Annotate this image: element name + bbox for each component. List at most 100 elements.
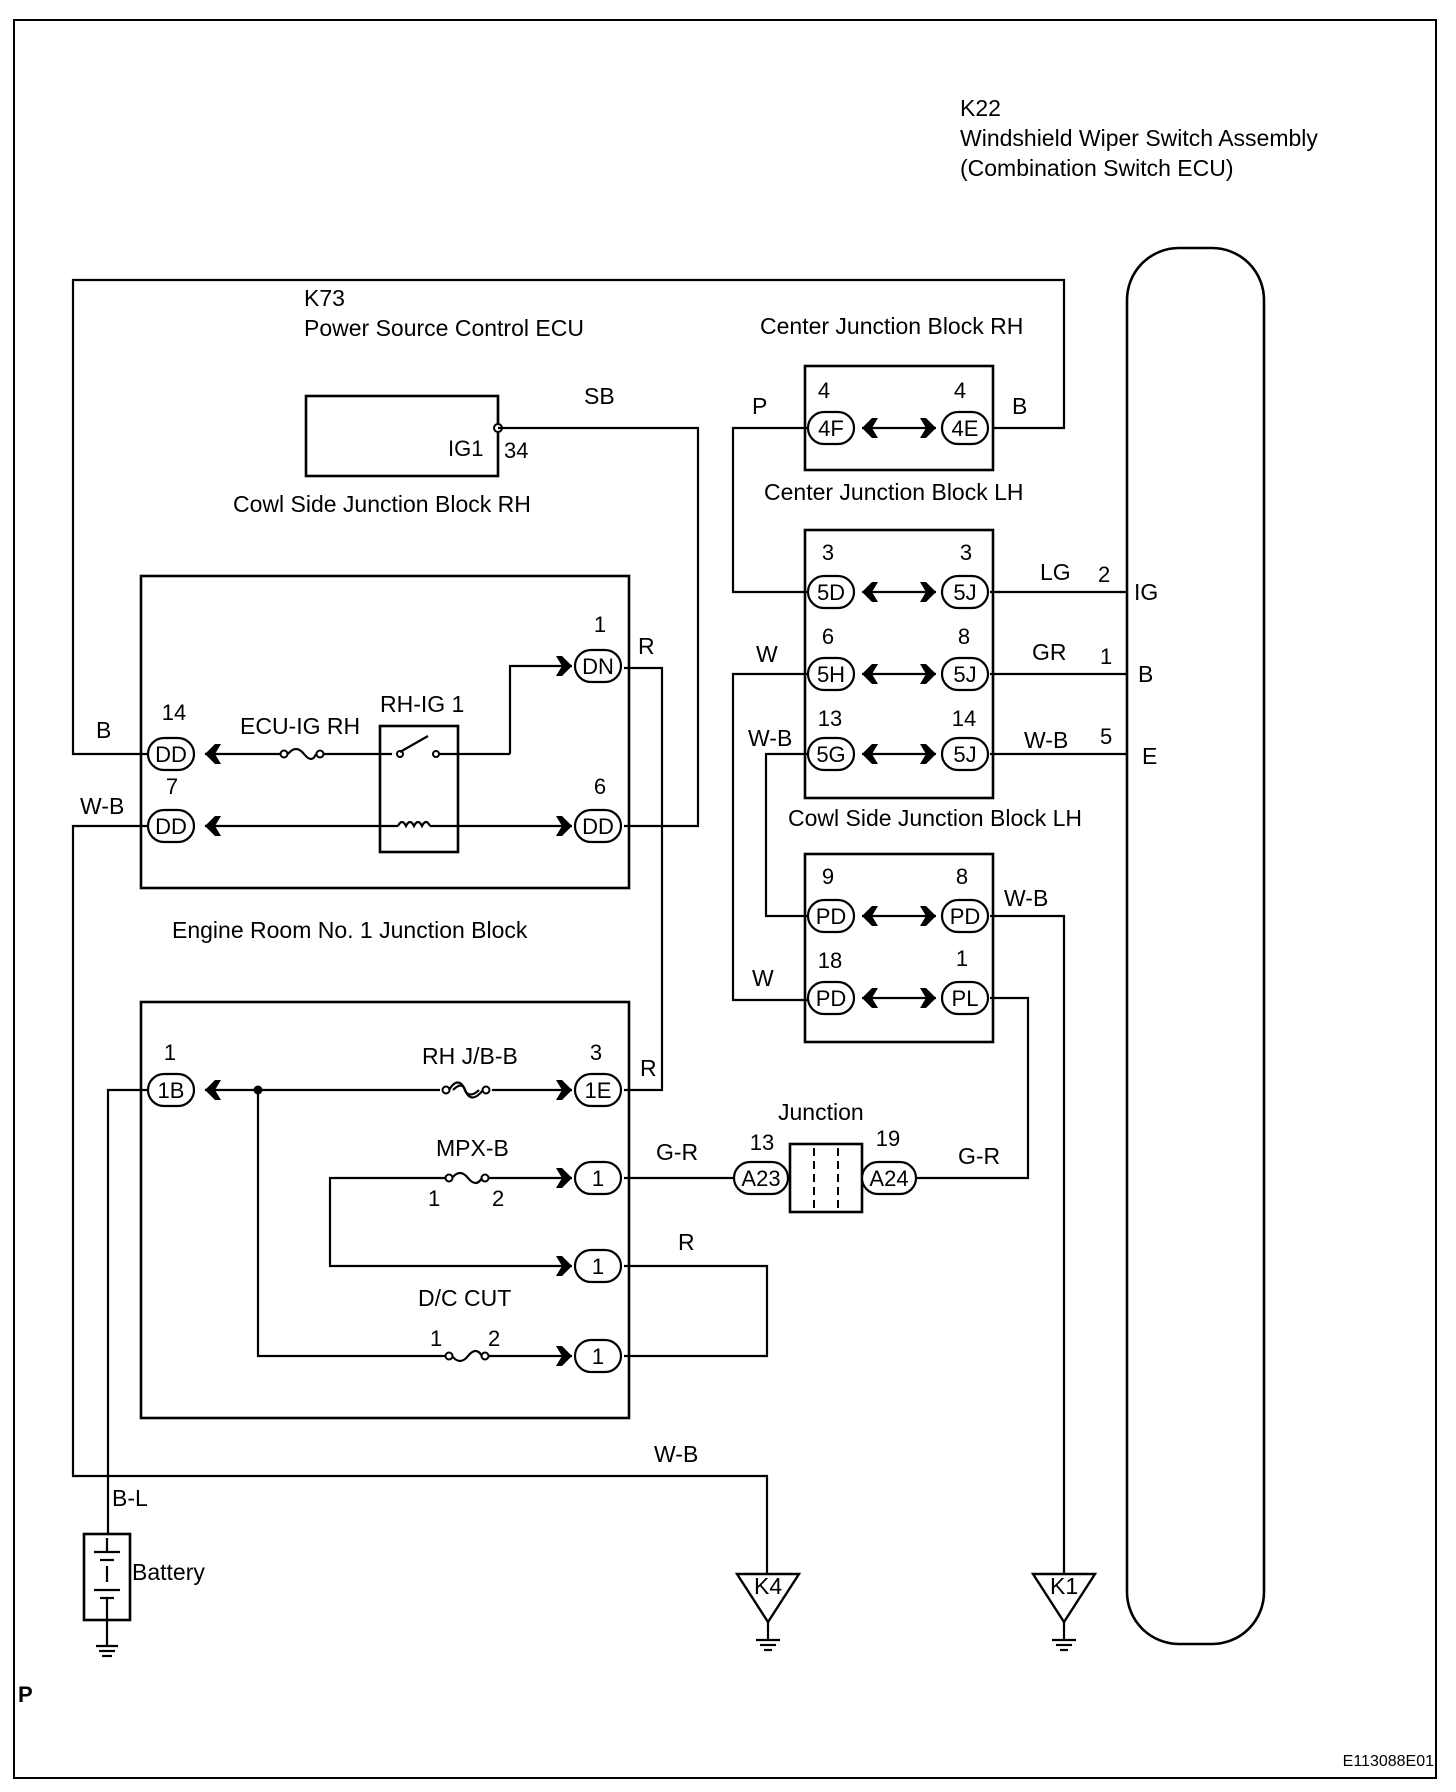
conn-1-mpx-code: 1 [592,1166,604,1191]
conn-pl-1 [940,980,990,1016]
conn-a23-code: A23 [741,1166,780,1191]
conn-dd-6 [573,808,623,844]
conn-pd-9 [806,898,856,934]
conn-pd-9-pin: 9 [822,864,834,889]
conn-4e-code: 4E [952,416,979,441]
conn-a24 [860,1160,918,1196]
conn-a24-pin: 19 [876,1126,900,1151]
conn-1-dc [573,1338,623,1374]
center-jb-lh-box [803,528,995,800]
conn-pd-9-code: PD [816,904,847,929]
conn-5j-8-pin: 8 [958,624,970,649]
conn-a23-pin: 13 [750,1130,774,1155]
conn-1e-code: 1E [585,1078,612,1103]
conn-pd-8-pin: 8 [956,864,968,889]
conn-5g-code: 5G [816,742,845,767]
dc-cut-label: D/C CUT [418,1285,511,1311]
mpx-b-label: MPX-B [436,1135,509,1161]
k73-code: K73 [304,285,345,311]
conn-dd-7 [146,808,196,844]
conn-5j-3 [940,574,990,610]
rh-ig1-label: RH-IG 1 [380,691,464,717]
k73-name: Power Source Control ECU [304,315,584,341]
rh-jb-b-fuse-a [441,1085,451,1095]
battery-label: Battery [132,1559,205,1585]
ground-k1-label: K1 [1050,1573,1078,1599]
k22-name: Windshield Wiper Switch Assembly [960,125,1318,151]
wire-label-bl: B-L [112,1485,148,1511]
conn-4e-pin: 4 [954,378,966,403]
engine-room-jb-label: Engine Room No. 1 Junction Block [172,917,528,943]
relay-coil [397,820,431,829]
conn-dd-7-code: DD [155,814,187,839]
wire-label-gr-a24: G-R [958,1143,1000,1169]
cowl-jb-lh-box [803,852,995,1044]
conn-5h-pin: 6 [822,624,834,649]
engine-room-jb-box [139,1000,631,1420]
dc-cut-fuse-b [480,1351,490,1361]
dc-cut-fuse [451,1349,483,1363]
rh-ig1-relay-box [378,724,460,854]
conn-1b [146,1072,196,1108]
relay-blade [399,735,429,753]
conn-4f [806,410,856,446]
arrows-left-blocks [205,656,572,1366]
wire-label-w-pd: W [752,965,774,991]
k22-pin-ig-num: 2 [1098,562,1110,587]
wire-p [731,426,810,594]
battery-symbol [94,1538,120,1658]
cowl-jb-rh-label: Cowl Side Junction Block RH [233,491,531,517]
conn-pd-8 [940,898,990,934]
conn-pd-8-code: PD [950,904,981,929]
conn-dn-1-code: DN [582,654,614,679]
wire-label-r-dn: R [638,633,655,659]
dc-cut-fuse-a [444,1351,454,1361]
wire-label-b-left: B [96,717,111,743]
k22-pin-b-num: 1 [1100,644,1112,669]
conn-1-r [573,1248,623,1284]
k73-ecu-body [304,394,500,478]
wire-label-wb-bottom: W-B [654,1441,698,1467]
conn-5j-8-code: 5J [953,662,976,687]
wire-dc-left [256,1090,446,1358]
wire-r [624,666,664,1092]
k22-pin-ig-name: IG [1134,579,1158,605]
conn-5j-3-pin: 3 [960,540,972,565]
wire-wb-5g [764,752,810,918]
k22-pin-e-num: 5 [1100,724,1112,749]
conn-1-dc-code: 1 [592,1344,604,1369]
cowl-jb-lh-label: Cowl Side Junction Block LH [788,805,1082,831]
conn-5j-14-pin: 14 [952,706,976,731]
conn-5h-code: 5H [817,662,845,687]
rh-jb-b-fuse-b [481,1085,491,1095]
wire-label-r-1e: R [640,1055,657,1081]
wire-label-wb-pd: W-B [1004,885,1048,911]
wire-label-p: P [752,393,767,419]
wire-label-r-loop: R [678,1229,695,1255]
corner-mark: P [18,1682,33,1707]
ground-k4-label: K4 [754,1573,782,1599]
ground-k4-symbol [756,1622,780,1652]
wire-wb-pd [990,914,1066,1604]
conn-1e-pin: 3 [590,1040,602,1065]
conn-dn-1-pin: 1 [594,612,606,637]
mpx-b-pin1: 1 [428,1186,440,1211]
ecu-ig-fuse-a [279,749,289,759]
relay-contact-b [432,750,440,758]
wire-label-b-top: B [1012,393,1027,419]
k22-sub: (Combination Switch ECU) [960,155,1234,181]
conn-pl-1-code: PL [952,986,979,1011]
cowl-jb-rh-box [139,574,631,890]
conn-1e [573,1072,623,1108]
mpx-b-fuse-b [480,1173,490,1183]
wire-label-lg: LG [1040,559,1071,585]
conn-5d [806,574,856,610]
wire-w [731,672,810,1002]
wire-wb-left [71,824,769,1574]
ground-k1-symbol [1052,1622,1076,1652]
k22-code: K22 [960,95,1001,121]
ground-k1-triangle [1030,1572,1098,1625]
conn-5g-pin: 13 [818,706,842,731]
conn-dd-14-pin: 14 [162,700,186,725]
outer-frame [13,19,1437,1779]
